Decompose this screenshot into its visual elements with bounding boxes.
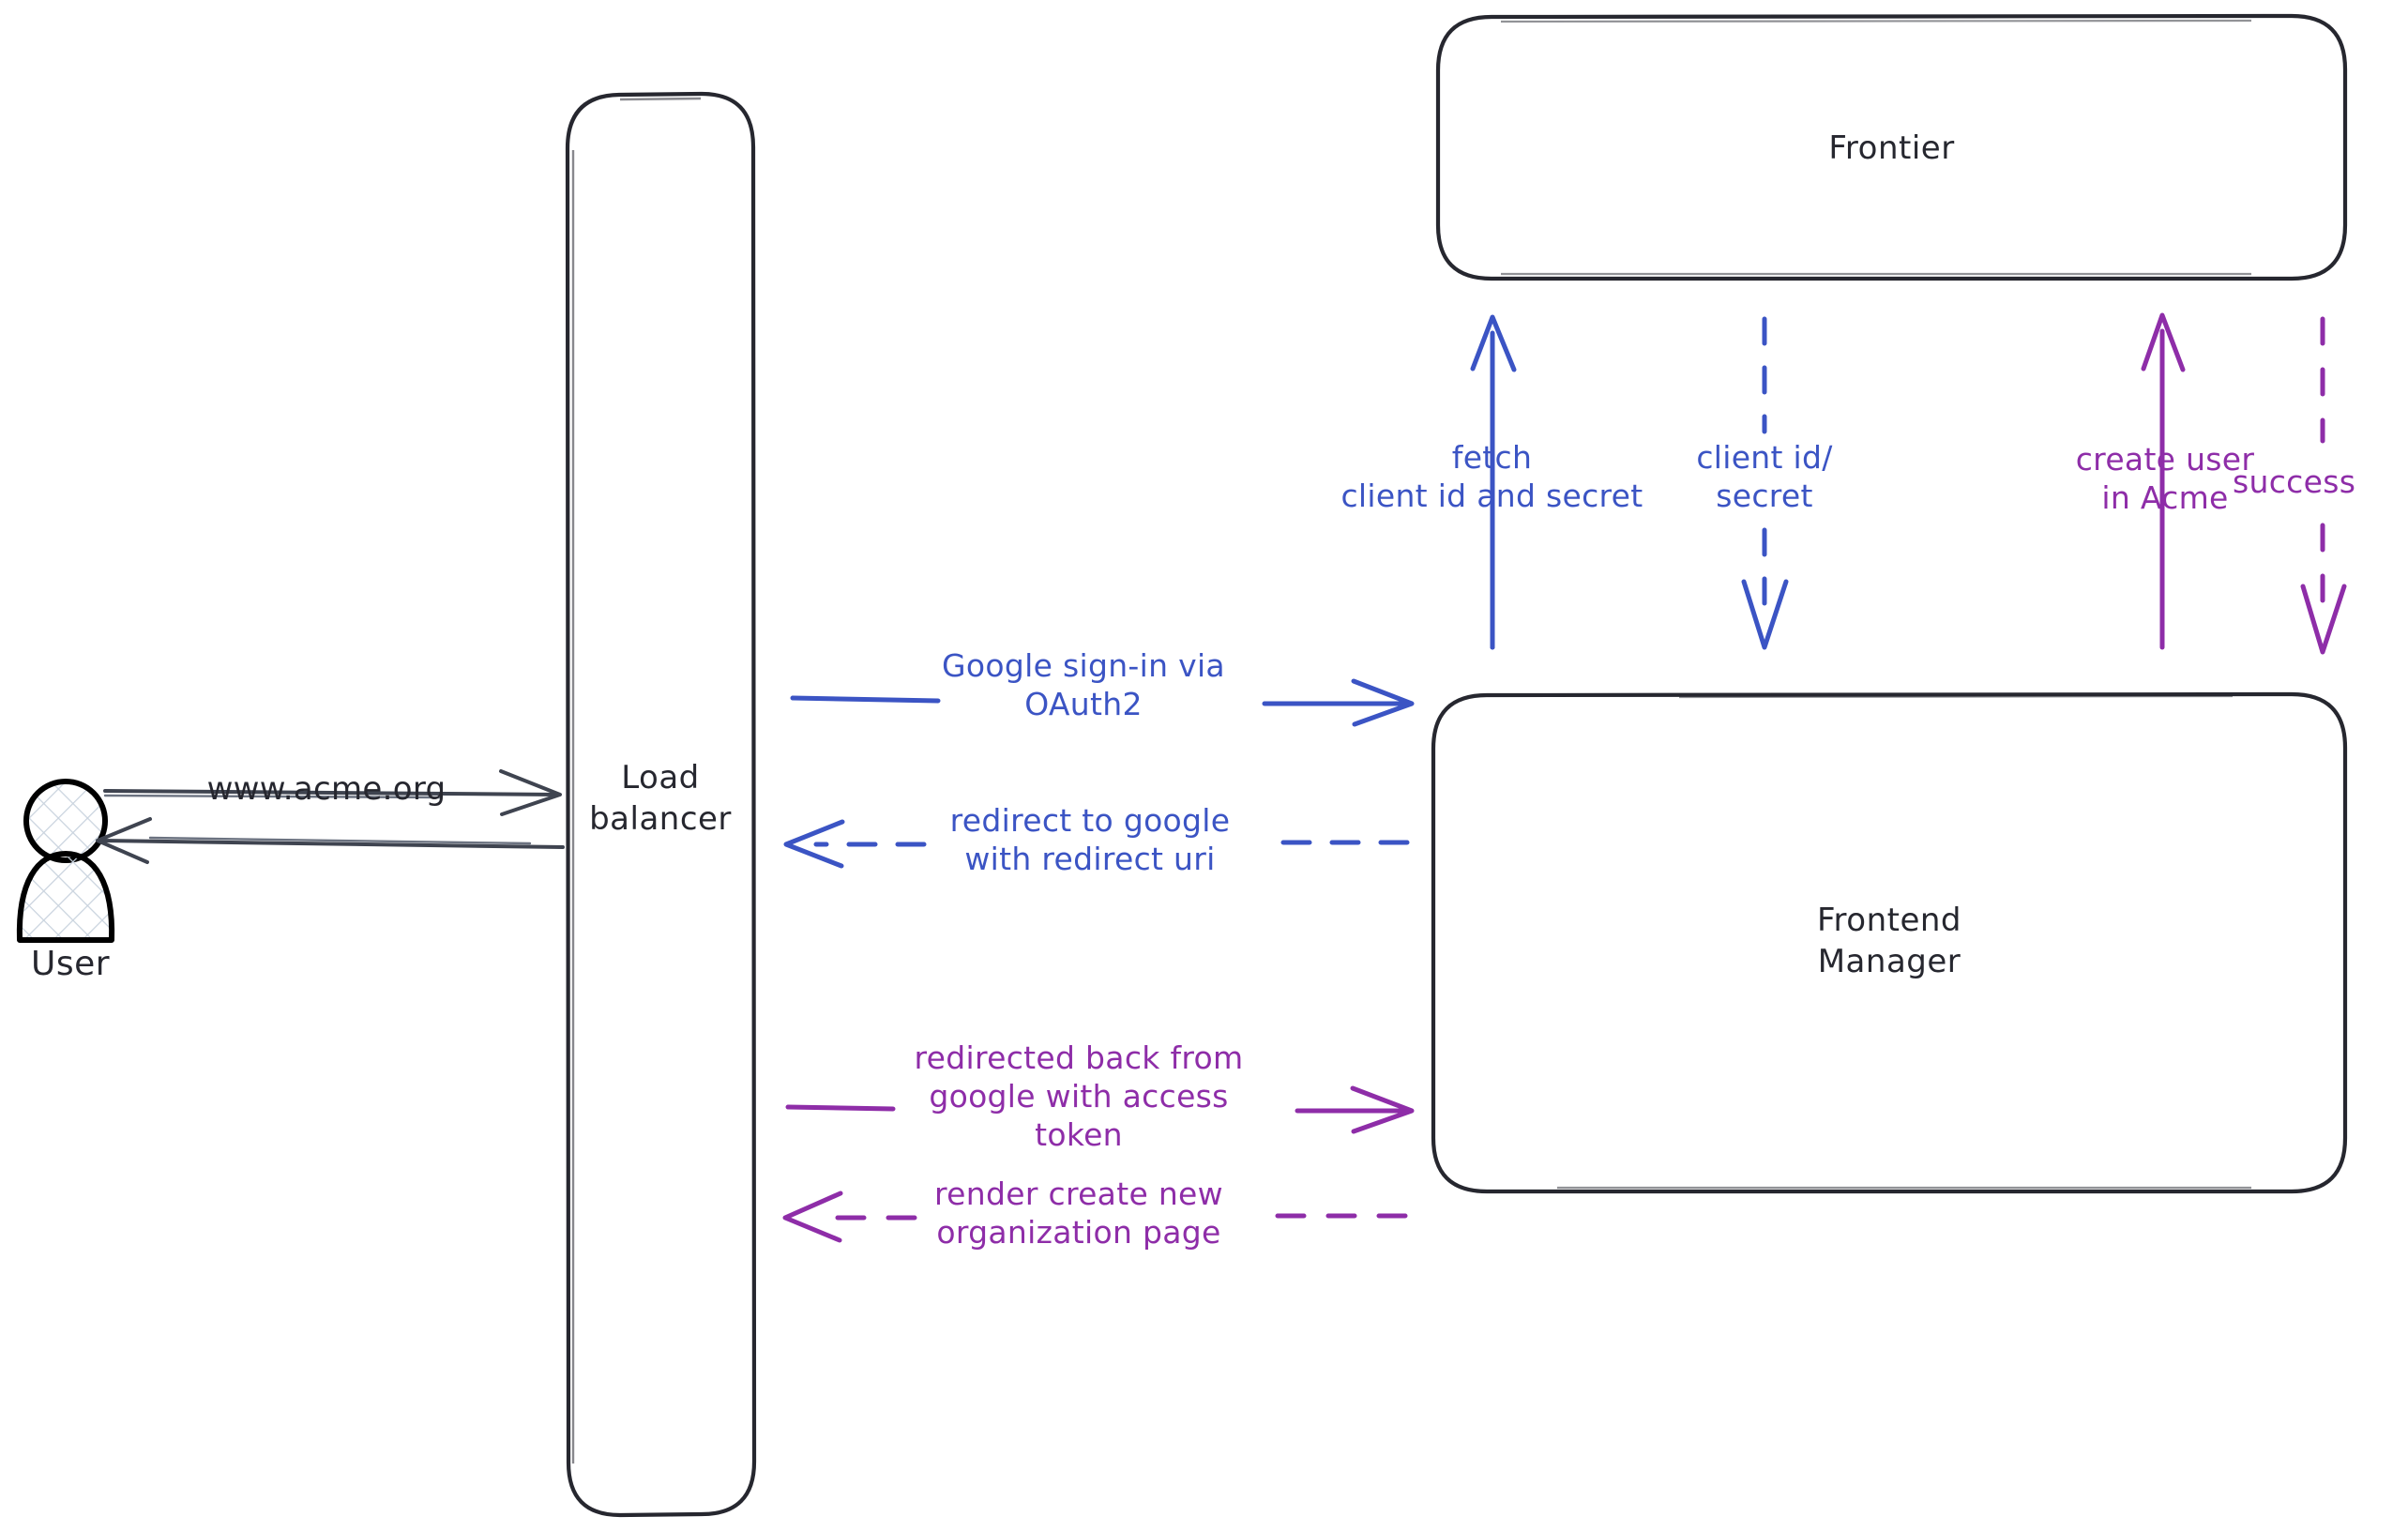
edge-creds-arrowhead — [1741, 579, 1789, 650]
edge-user-to-lb-line — [103, 789, 560, 796]
edge-signin-line-left — [790, 695, 941, 704]
edge-frontier-to-fm-creds — [1741, 316, 1789, 650]
edge-lb-to-user-line-sketch — [148, 836, 532, 845]
edge-success-arrowhead — [2300, 584, 2347, 655]
edge-fm-to-frontier-fetch — [1470, 314, 1517, 650]
edge-lb-to-fm-token — [785, 1085, 1415, 1134]
frontend-manager-outline — [1431, 691, 2348, 1194]
edge-label-fetch: fetch client id and secret — [1340, 439, 1643, 514]
user-body-icon — [16, 851, 115, 943]
edge-label-signin: Google sign-in via OAuth2 — [942, 647, 1225, 722]
edge-fetch-arrowhead — [1470, 314, 1517, 372]
edge-frontier-to-fm-success — [2300, 316, 2347, 655]
edge-label-creds: client id/ secret — [1696, 439, 1833, 514]
edge-render-arrowhead — [782, 1191, 843, 1243]
edge-label-user-to-lb: www.acme.org — [206, 770, 447, 808]
node-frontier[interactable] — [1435, 13, 2348, 281]
frontier-outline — [1435, 13, 2348, 281]
edge-user-to-lb-arrowhead — [499, 769, 562, 816]
node-frontend-manager[interactable] — [1431, 691, 2348, 1194]
edge-fm-to-lb-render — [782, 1191, 1408, 1243]
edge-redirect-arrowhead — [783, 819, 845, 869]
edge-lb-to-user-arrowhead — [96, 817, 152, 864]
edge-lb-to-fm-signin — [790, 678, 1415, 727]
frontier-sketch-stroke — [1500, 19, 2252, 23]
edge-user-to-lb — [103, 769, 562, 816]
user-head-icon — [23, 779, 108, 863]
edge-fm-to-lb-redirect — [783, 819, 1410, 869]
node-user[interactable] — [16, 779, 115, 943]
node-load-balancer[interactable] — [565, 91, 757, 1518]
edge-token-arrowhead — [1350, 1085, 1415, 1134]
edge-user-to-lb-line-sketch — [103, 794, 443, 799]
edge-label-success: success — [2233, 463, 2356, 500]
edge-lb-to-user-line — [98, 839, 565, 849]
edge-createuser-arrowhead — [2141, 312, 2186, 372]
edge-label-redirect: redirect to google with redirect uri — [949, 802, 1231, 877]
edge-fm-to-frontier-createuser — [2141, 312, 2186, 650]
edge-lb-to-user — [96, 817, 565, 864]
frontend-manager-sketch-stroke — [1678, 694, 2234, 699]
edge-label-token: redirected back from google with access … — [914, 1039, 1244, 1153]
edge-label-createuser: create user in Acme — [2075, 441, 2255, 516]
edge-signin-arrowhead — [1351, 678, 1415, 727]
load-balancer-outline — [565, 91, 757, 1518]
edge-token-line-left — [785, 1104, 896, 1112]
edge-label-render: render create new organization page — [934, 1176, 1223, 1251]
